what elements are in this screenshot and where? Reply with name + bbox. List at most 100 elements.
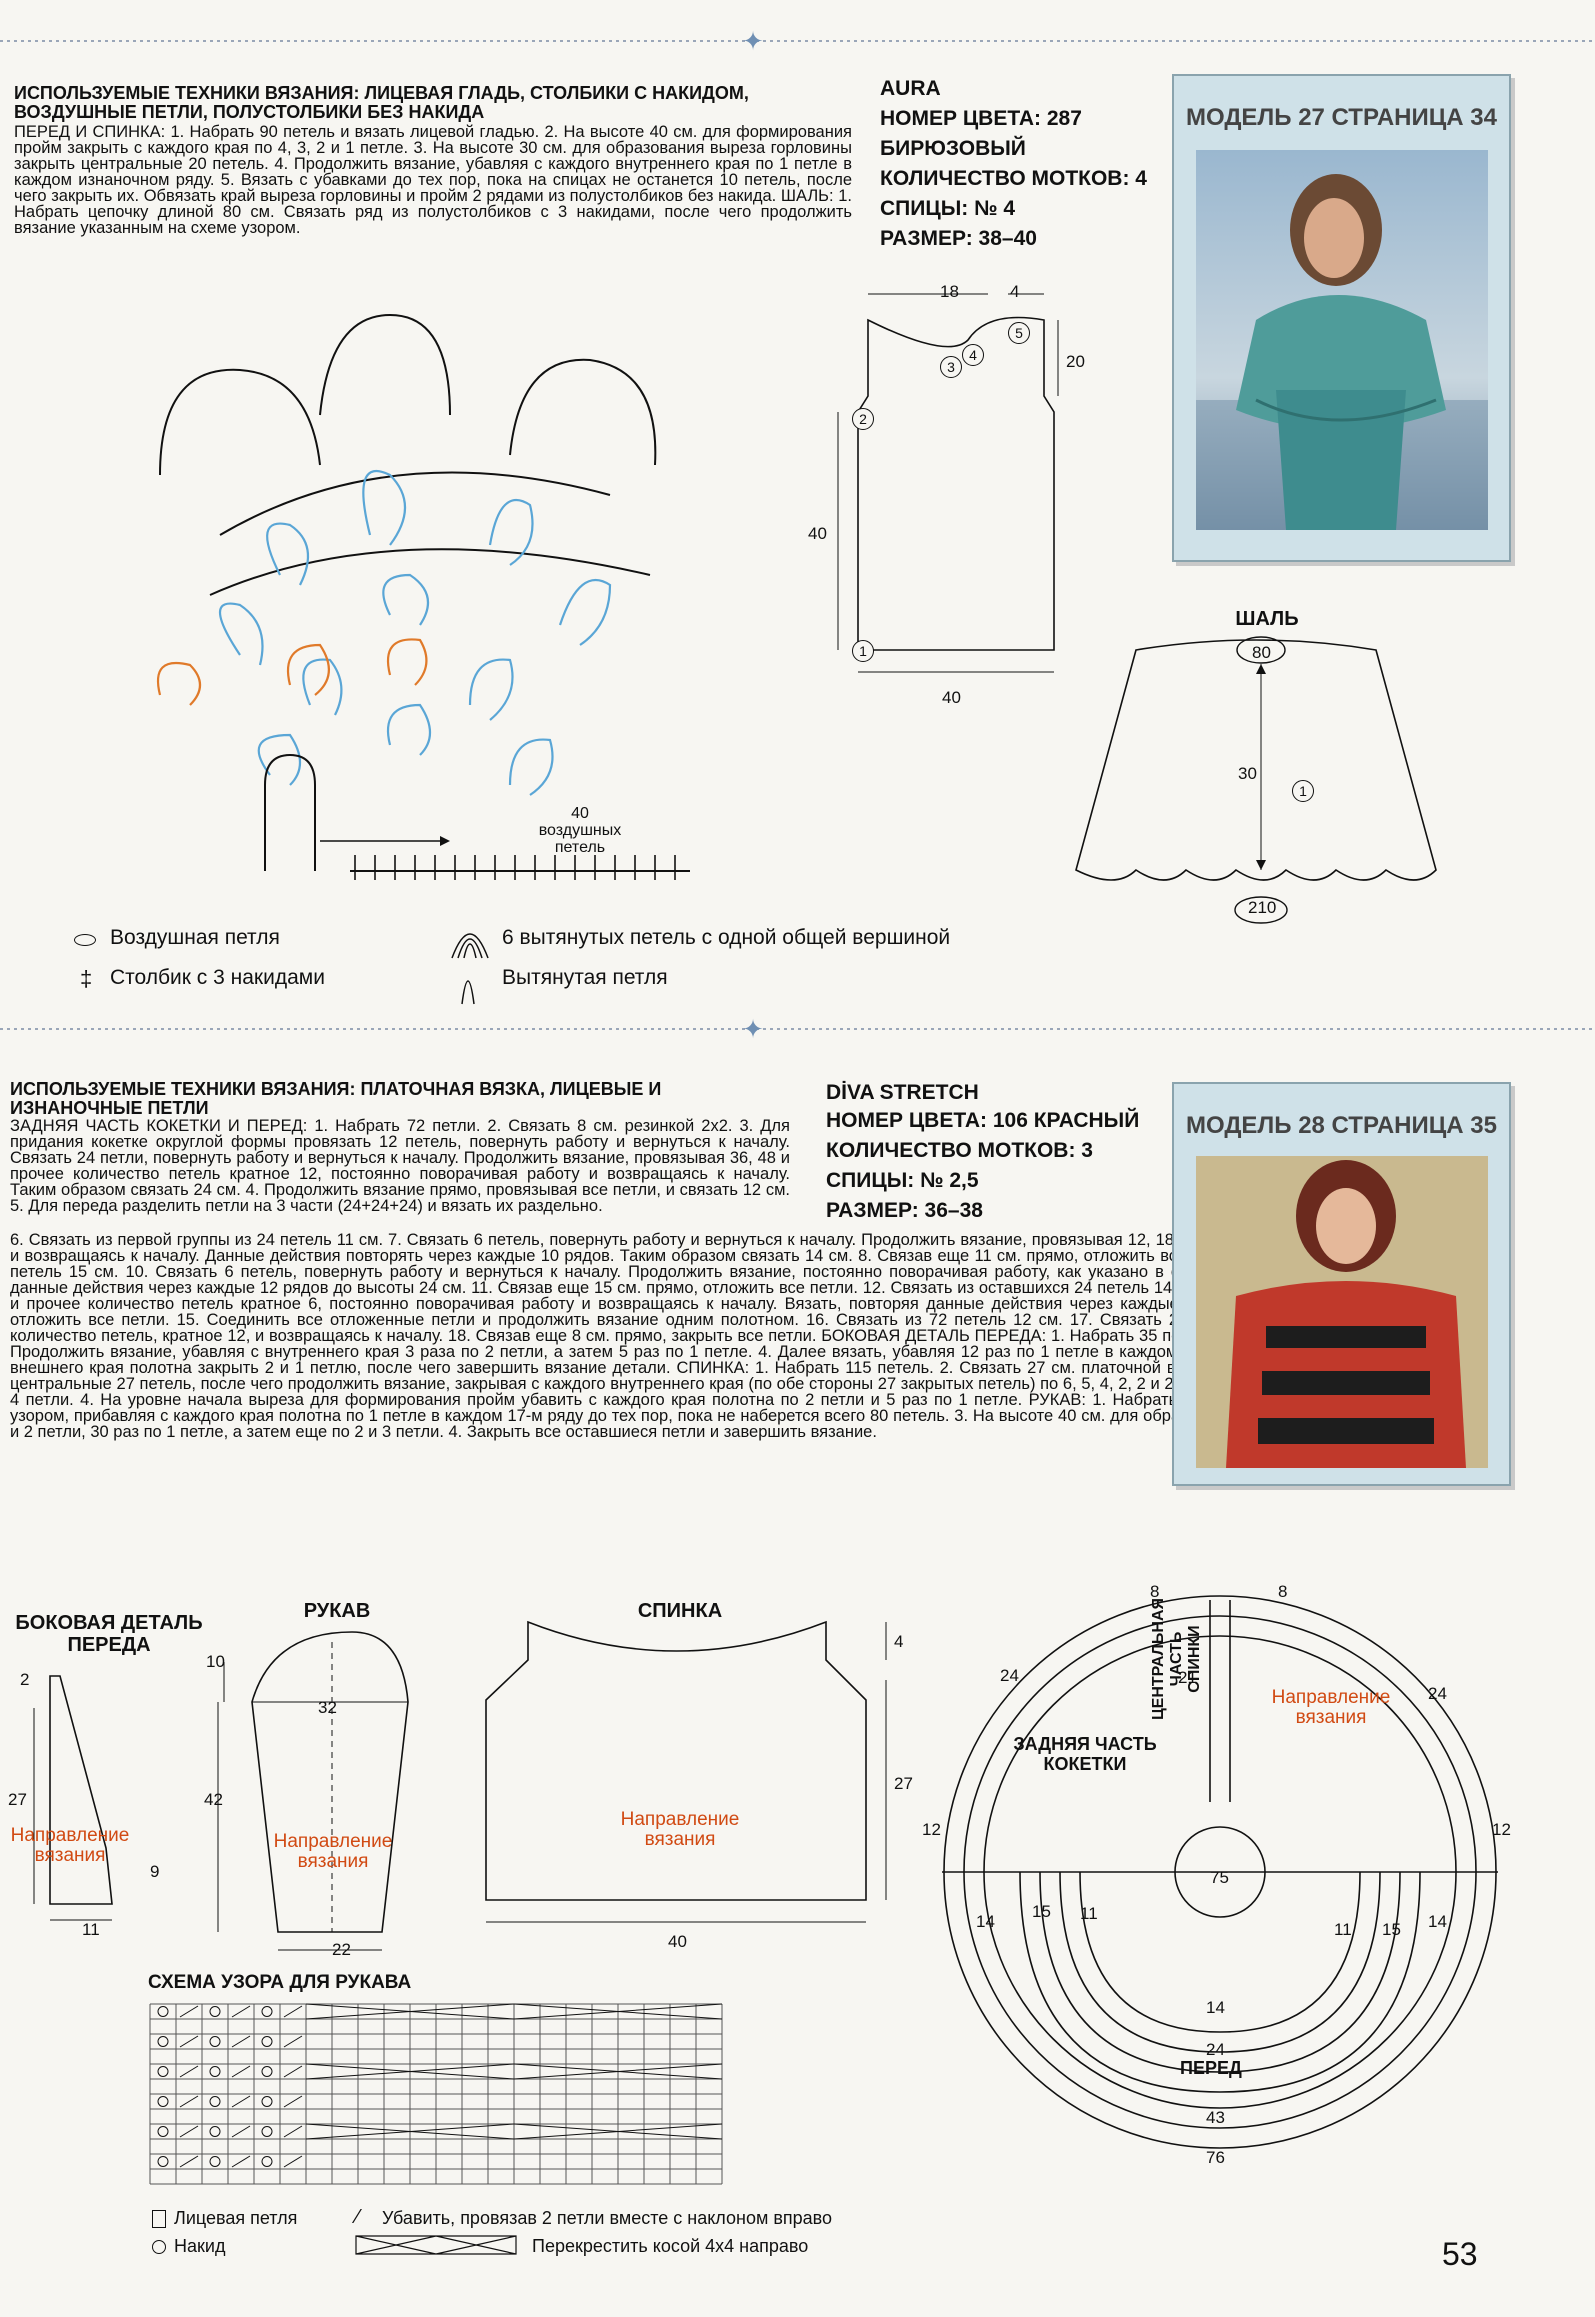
circle-dim-12-right: 12 [1492, 1820, 1511, 1839]
divider-ornament-icon: ✦ [742, 26, 764, 56]
legend-yo: Накид [174, 2236, 226, 2256]
shawl-label: ШАЛЬ [1235, 608, 1299, 630]
yarn-over-mark [157, 2096, 169, 2107]
sleeve-dim-length: 42 [204, 1790, 223, 1809]
yoke-back-label: ЗАДНЯЯ ЧАСТЬ КОКЕТКИ [1013, 1734, 1157, 1774]
k2tog-mark [179, 2005, 199, 2018]
knit-stitch-icon [152, 2210, 166, 2228]
s1-dim-armhole: 20 [1066, 352, 1085, 371]
cable-mark [513, 2063, 723, 2080]
s1-legend: Воздушная петля ‡ Столбик с 3 накидами 6… [70, 920, 1030, 1010]
back-dim-width: 40 [668, 1932, 687, 1951]
circle-dim-24-c: 24 [1206, 2040, 1225, 2059]
yarn-over-mark [209, 2006, 221, 2017]
k2tog-mark [283, 2005, 303, 2018]
s1-spec-line: БИРЮЗОВЫЙ [880, 137, 1026, 160]
s2-legend: Лицевая петля Накид ⁄ Убавить, провязав … [150, 2206, 910, 2256]
sleeve-schematic [217, 1631, 409, 1951]
marker-1: 1 [852, 640, 874, 662]
circle-dim-43: 43 [1206, 2108, 1225, 2127]
yarn-over-mark [261, 2126, 273, 2137]
treble-stitch-icon: ‡ [80, 966, 93, 991]
back-label: СПИНКА [637, 1600, 723, 1622]
k2tog-mark [283, 2095, 303, 2108]
yarn-over-mark [209, 2036, 221, 2047]
yoke-direction-label: Направление вязания [1271, 1687, 1391, 1728]
legend-pulled: Вытянутая петля [502, 966, 668, 989]
marker-3: 3 [940, 356, 962, 378]
sleeve-direction-label: Направление вязания [273, 1831, 393, 1872]
back-dim-height: 27 [894, 1774, 913, 1793]
model-27-photo-card: МОДЕЛЬ 27 СТРАНИЦА 34 [1172, 74, 1511, 562]
circle-dim-11-l: 11 [1080, 1904, 1098, 1923]
yarn-over-mark [261, 2006, 273, 2017]
circle-dim-15-l: 15 [1032, 1902, 1051, 1921]
pulled-loop-icon [461, 980, 475, 1005]
k2tog-mark [179, 2155, 199, 2168]
divider-ornament-icon: ✦ [742, 1014, 764, 1044]
s1-spec-line: КОЛИЧЕСТВО МОТКОВ: 4 [880, 167, 1147, 190]
s2-spec-line: РАЗМЕР: 36–38 [826, 1199, 983, 1222]
model-28-photo [1196, 1156, 1488, 1468]
cable-mark [513, 2003, 723, 2020]
legend-puff6: 6 вытянутых петель с одной общей вершино… [502, 926, 951, 949]
yarn-over-mark [209, 2126, 221, 2137]
page-number: 53 [1442, 2236, 1478, 2272]
s2-techniques-heading: ИСПОЛЬЗУЕМЫЕ ТЕХНИКИ ВЯЗАНИЯ: ПЛАТОЧНАЯ … [10, 1079, 662, 1118]
s2-spec-line: СПИЦЫ: № 2,5 [826, 1169, 979, 1192]
yarn-over-mark [157, 2036, 169, 2047]
shawl-marker-1: 1 [1292, 780, 1314, 802]
k2tog-mark [179, 2095, 199, 2108]
k2tog-mark [231, 2155, 251, 2168]
model-27-photo [1196, 150, 1488, 530]
cable-mark [305, 2063, 515, 2080]
side-dim-height: 27 [8, 1790, 27, 1809]
s2-spec-list: НОМЕР ЦВЕТА: 106 КРАСНЫЙ КОЛИЧЕСТВО МОТК… [826, 1106, 1139, 1226]
yarn-over-mark [209, 2156, 221, 2167]
s1-dim-shoulder: 4 [1010, 282, 1020, 301]
shawl-dim-top: 80 [1252, 643, 1271, 662]
circle-dim-top-right: 8 [1278, 1582, 1288, 1601]
circle-dim-14-c: 14 [1206, 1998, 1225, 2017]
circle-dim-76: 76 [1206, 2148, 1225, 2167]
top-divider [0, 36, 1595, 46]
model-28-photo-card: МОДЕЛЬ 28 СТРАНИЦА 35 [1172, 1082, 1511, 1486]
k2tog-mark [231, 2005, 251, 2018]
yarn-over-mark [261, 2156, 273, 2167]
legend-treble: Столбик с 3 накидами [110, 966, 325, 989]
circle-dim-14-r: 14 [1428, 1912, 1447, 1931]
k2tog-mark [179, 2035, 199, 2048]
sleeve-dim-cap: 10 [206, 1652, 225, 1671]
k2tog-mark [231, 2095, 251, 2108]
sleeve-dim-width: 32 [318, 1698, 337, 1717]
k2tog-mark [231, 2065, 251, 2078]
chain-count-note: 40 воздушных петель [538, 805, 622, 856]
legend-knit: Лицевая петля [174, 2208, 298, 2228]
k2tog-mark [231, 2035, 251, 2048]
cable-mark [513, 2123, 723, 2140]
side-dim-top: 2 [20, 1670, 30, 1689]
s2-instructions-b: 6. Связать из первой группы из 24 петель… [10, 1231, 1510, 1441]
s1-dim-top: 18 [940, 282, 959, 301]
sleeve-chart-title: СХЕМА УЗОРА ДЛЯ РУКАВА [148, 1972, 412, 1993]
puff6-stitch-icon [451, 933, 489, 959]
circle-dim-top-left: 8 [1150, 1582, 1160, 1601]
s1-spec-line: РАЗМЕР: 38–40 [880, 227, 1037, 250]
shawl-crochet-chart [156, 313, 690, 880]
model-28-title: МОДЕЛЬ 28 СТРАНИЦА 35 [1185, 1112, 1497, 1139]
s2-yarn-brand: DİVA STRETCH [826, 1081, 979, 1104]
back-schematic [485, 1620, 887, 1923]
sleeve-dim-cuff: 22 [332, 1940, 351, 1959]
k2tog-mark [283, 2155, 303, 2168]
cable-mark [305, 2003, 515, 2020]
circle-dim-24-left: 24 [1000, 1666, 1019, 1685]
circle-dim-14-l: 14 [976, 1912, 995, 1931]
legend-chain: Воздушная петля [110, 926, 280, 949]
s1-dim-width: 40 [942, 688, 961, 707]
back-direction-label: Направление вязания [620, 1809, 740, 1850]
yarn-over-mark [261, 2066, 273, 2077]
k2tog-mark [231, 2125, 251, 2138]
sleeve-pattern-grid [149, 2003, 723, 2185]
s1-instructions: ПЕРЕД И СПИНКА: 1. Набрать 90 петель и в… [14, 123, 852, 237]
yarn-over-icon [152, 2240, 166, 2254]
